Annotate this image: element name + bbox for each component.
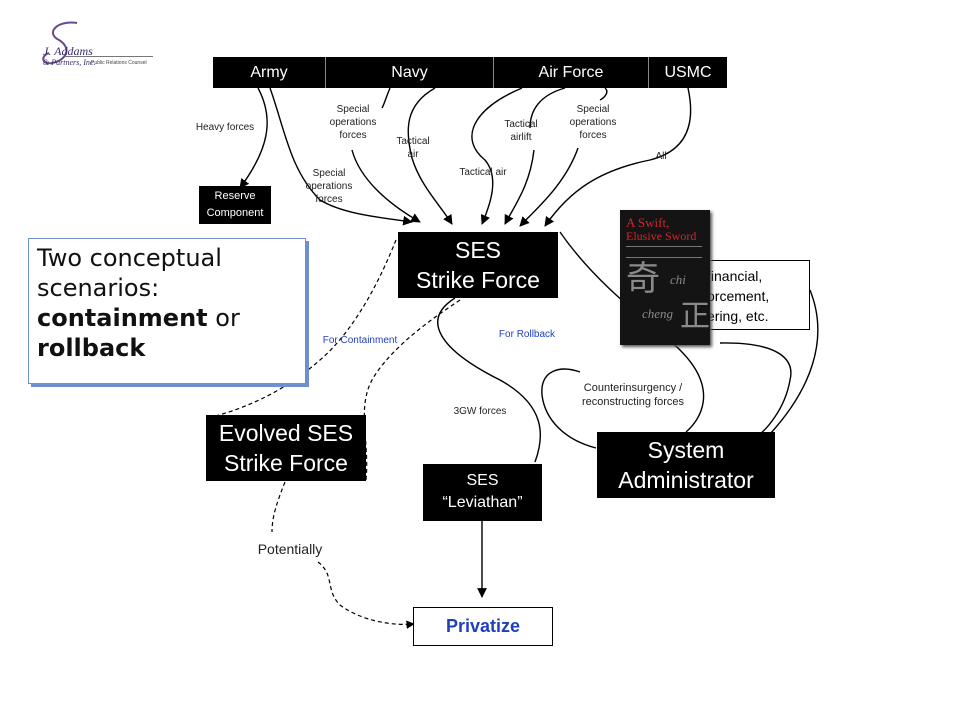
logo-name: J. Addams & Partners, Inc. <box>43 44 96 68</box>
edge-box-right <box>769 289 819 435</box>
edge-af-special-ops <box>599 87 608 101</box>
scenario-line1: Two conceptual <box>37 244 222 272</box>
reserve-component-box: Reserve Component <box>199 186 271 224</box>
edge-heavy-forces <box>239 87 268 189</box>
service-navy: Navy <box>326 57 494 88</box>
service-usmc: USMC <box>649 57 727 88</box>
book-cover-image: A Swift, Elusive Sword 奇 chi cheng 正 <box>620 210 710 345</box>
edge-usmc-all <box>544 87 692 227</box>
label-special-ops-af: Special operations forces <box>569 104 617 141</box>
edge-rollback <box>363 299 461 481</box>
edge-counterinsurgency <box>559 231 705 433</box>
logo-tagline: Public Relations Counsel <box>91 60 147 66</box>
edge-af-tactical-air <box>471 87 523 225</box>
book-title-line2: Elusive Sword <box>626 229 697 243</box>
book-glyph2-icon: 正 <box>680 300 710 333</box>
partial-line2: orcement, <box>707 288 770 304</box>
book-subtitle-rule <box>626 246 702 258</box>
label-3gw-forces: 3GW forces <box>453 406 507 417</box>
evolved-ses-strike-force-box: Evolved SES Strike Force <box>206 415 366 481</box>
evolved-line2: Strike Force <box>224 450 348 476</box>
partial-line1: financial, <box>707 268 763 284</box>
scenario-containment: containment <box>37 304 208 332</box>
edge-book-box <box>719 342 792 435</box>
logo-name-line2: & Partners, Inc. <box>43 58 96 67</box>
edge-potentially-privatize <box>317 561 415 629</box>
scenario-or: or <box>207 304 240 332</box>
logo-rule <box>65 56 153 57</box>
system-administrator-box: System Administrator <box>597 432 775 498</box>
evolved-line1: Evolved SES <box>218 420 354 446</box>
book-word1: chi <box>670 272 686 287</box>
scenario-line2: scenarios: <box>37 274 160 302</box>
book-glyph1-icon: 奇 <box>626 260 660 298</box>
logo-name-line1: J. Addams <box>43 44 93 58</box>
reserve-line2: Component <box>206 207 264 219</box>
book-word2: cheng <box>642 306 674 321</box>
edge-army-special-ops <box>269 87 413 226</box>
label-tactical-air-af: Tactical air <box>459 167 507 178</box>
logo-swirl-icon <box>42 21 78 65</box>
scenario-callout: Two conceptual scenarios: containment or… <box>28 238 306 384</box>
sysadmin-line1: System <box>647 437 725 463</box>
privatize-box: Privatize <box>413 607 553 646</box>
scenario-line4: rollback <box>37 333 305 363</box>
ses-leviathan-box: SES “Leviathan” <box>423 464 542 521</box>
edge-containment <box>207 239 397 419</box>
edge-potentially <box>271 481 286 533</box>
service-army: Army <box>213 57 326 88</box>
label-heavy-forces: Heavy forces <box>195 122 255 133</box>
edge-navy-tactical-air <box>407 87 453 225</box>
label-tactical-airlift: Tactical airlift <box>504 119 538 143</box>
company-logo: J. Addams & Partners, Inc. Public Relati… <box>25 18 160 78</box>
strike-line1: SES <box>454 237 502 263</box>
label-potentially: Potentially <box>257 541 323 557</box>
ses-strike-force-box: SES Strike Force <box>398 232 558 298</box>
edge-strike-leviathan <box>437 297 541 463</box>
edge-navy-special-ops <box>351 149 421 223</box>
edge-navy-line <box>381 87 391 109</box>
edge-airlift-to-strike <box>504 149 535 225</box>
edge-af-airlift <box>529 87 566 129</box>
reserve-line1: Reserve <box>214 190 256 202</box>
label-tactical-air-navy: Tactical air <box>396 136 430 160</box>
label-counterinsurgency: Counterinsurgency / reconstructing force… <box>581 382 685 408</box>
label-special-ops-army: Special operations forces <box>305 168 353 205</box>
leviathan-line2: “Leviathan” <box>442 494 523 511</box>
label-for-rollback: For Rollback <box>498 329 556 340</box>
label-all: All <box>655 151 667 162</box>
label-for-containment: For Containment <box>322 335 398 346</box>
leviathan-line1: SES <box>466 472 499 489</box>
sysadmin-line2: Administrator <box>618 467 754 493</box>
partial-line3: ering, etc. <box>707 308 769 324</box>
edge-sysadmin-loop <box>541 368 597 449</box>
strike-line2: Strike Force <box>416 267 540 293</box>
label-special-ops-navy: Special operations forces <box>329 104 377 141</box>
service-air-force: Air Force <box>494 57 649 88</box>
book-title-line1: A Swift, <box>626 215 670 230</box>
scenario-line3: containment or <box>37 303 305 333</box>
scenario-rollback: rollback <box>37 334 146 362</box>
edge-special-ops-to-strike <box>519 147 579 227</box>
